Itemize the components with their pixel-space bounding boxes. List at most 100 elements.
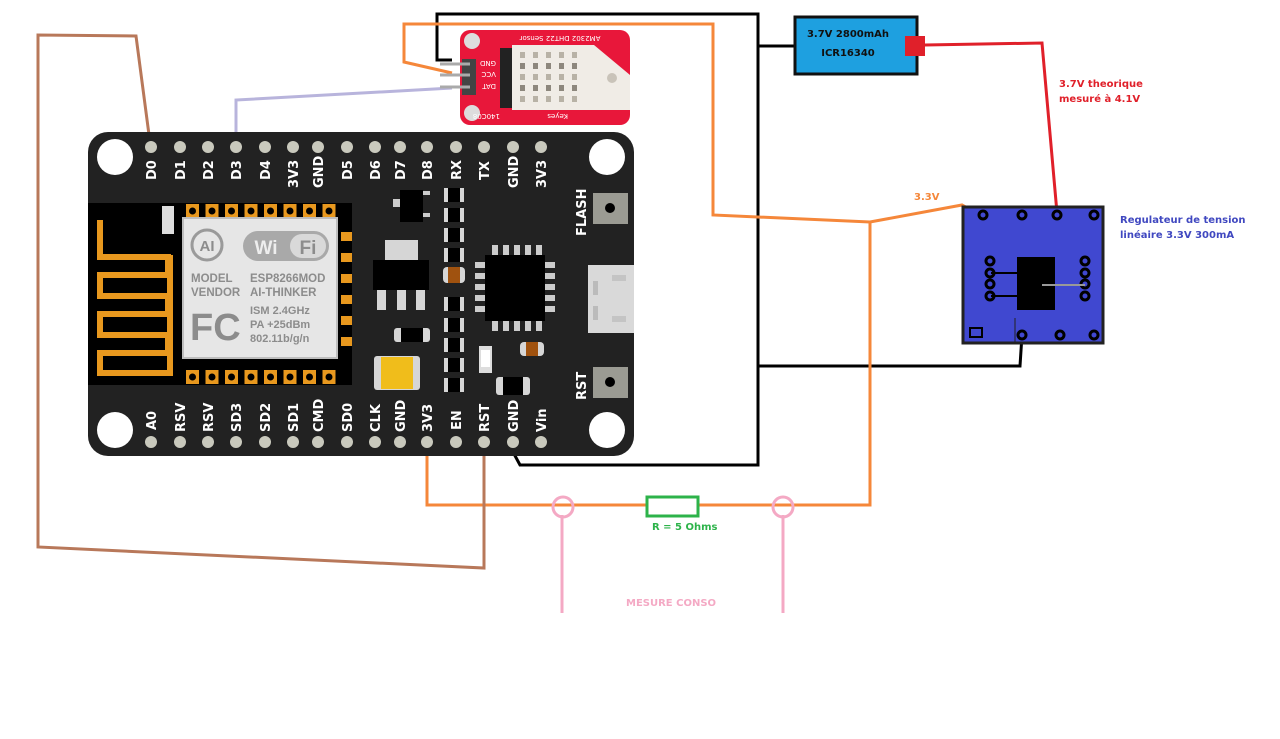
regulator-label-1: Regulateur de tension xyxy=(1120,215,1246,226)
wifi-logo-fi: Fi xyxy=(300,238,317,259)
top-pin-label: TX xyxy=(478,161,493,180)
mounting-hole xyxy=(97,139,133,175)
top-pin-label: 3V3 xyxy=(287,160,302,188)
sensor-code: 140C08 xyxy=(473,112,500,120)
wifi-logo-wi: Wi xyxy=(254,238,277,259)
bottom-pin-label: CLK xyxy=(369,403,384,432)
top-pin-label: D5 xyxy=(341,160,356,180)
bottom-pin-label: CMD xyxy=(312,399,327,432)
sensor-brand: Keyes xyxy=(547,112,568,120)
esp-module-pads xyxy=(186,204,352,384)
top-pin-label: D7 xyxy=(394,160,409,180)
bottom-pin-label: RSV xyxy=(202,403,217,432)
fcc-logo: FC xyxy=(190,307,241,349)
bottom-pin-label: GND xyxy=(394,399,409,432)
top-pin[interactable] xyxy=(174,141,186,153)
bottom-pin[interactable] xyxy=(535,436,547,448)
sensor-pin-vcc: VCC xyxy=(481,70,496,78)
bottom-pin-label: RSV xyxy=(174,403,189,432)
sensor-title: AM2302 DHT22 Sensor xyxy=(519,34,600,42)
ai-logo: AI xyxy=(200,238,215,255)
bottom-pin[interactable] xyxy=(421,436,433,448)
bottom-pin[interactable] xyxy=(174,436,186,448)
vendor-label: VENDOR xyxy=(191,287,241,299)
battery-voltage-note-1: 3.7V theorique xyxy=(1059,79,1143,90)
top-pin[interactable] xyxy=(394,141,406,153)
top-pin[interactable] xyxy=(421,141,433,153)
rst-button-label: RST xyxy=(575,372,590,400)
top-pin-label: D1 xyxy=(174,160,189,180)
top-pin-label: D3 xyxy=(230,160,245,180)
wire-battery-red xyxy=(924,41,1059,214)
shunt-resistor xyxy=(645,495,700,518)
model-value: ESP8266MOD xyxy=(250,273,325,285)
top-pin-label: D8 xyxy=(421,160,436,180)
top-pin-label: GND xyxy=(312,155,327,188)
top-pin[interactable] xyxy=(341,141,353,153)
top-pin-label: GND xyxy=(507,155,522,188)
mounting-hole xyxy=(97,412,133,448)
bottom-pin-label: SD2 xyxy=(259,403,274,432)
bottom-pin[interactable] xyxy=(259,436,271,448)
top-pin[interactable] xyxy=(312,141,324,153)
resistor-label: R = 5 Ohms xyxy=(652,522,718,533)
bottom-pin[interactable] xyxy=(202,436,214,448)
measure-label: MESURE CONSO xyxy=(626,598,716,609)
probe-left xyxy=(551,495,575,613)
bottom-pin-label: GND xyxy=(507,399,522,432)
bottom-pin[interactable] xyxy=(394,436,406,448)
spec-ism: ISM 2.4GHz xyxy=(250,305,310,317)
bottom-pin-label: Vin xyxy=(535,408,550,432)
bottom-pin[interactable] xyxy=(145,436,157,448)
battery-label-capacity: 3.7V 2800mAh xyxy=(807,29,889,40)
wire-gnd-black xyxy=(435,12,1024,467)
battery-voltage-note-2: mesuré à 4.1V xyxy=(1059,93,1140,105)
top-pin[interactable] xyxy=(145,141,157,153)
mounting-hole xyxy=(589,139,625,175)
vendor-value: AI-THINKER xyxy=(250,287,317,299)
top-pin[interactable] xyxy=(535,141,547,153)
bottom-pin[interactable] xyxy=(341,436,353,448)
sensor-pin-gnd: GND xyxy=(480,59,496,67)
top-pin-label: D6 xyxy=(369,160,384,180)
bottom-pin[interactable] xyxy=(230,436,242,448)
regulator-chip xyxy=(1017,257,1055,310)
bottom-pin[interactable] xyxy=(287,436,299,448)
rst-button[interactable]: RST xyxy=(575,367,628,400)
bottom-pin[interactable] xyxy=(369,436,381,448)
bottom-pin-label: 3V3 xyxy=(421,404,436,432)
bottom-pin[interactable] xyxy=(507,436,519,448)
micro-usb-port[interactable] xyxy=(588,265,634,333)
spec-pa: PA +25dBm xyxy=(250,319,310,331)
mounting-hole xyxy=(589,412,625,448)
bottom-pin-label: SD1 xyxy=(287,403,302,432)
top-pin[interactable] xyxy=(450,141,462,153)
wire-d0-rst-brown xyxy=(36,33,486,570)
bottom-pin-label: SD0 xyxy=(341,403,356,432)
top-pin[interactable] xyxy=(507,141,519,153)
regulator-label-2: linéaire 3.3V 300mA xyxy=(1120,229,1234,241)
top-pin[interactable] xyxy=(259,141,271,153)
top-pin[interactable] xyxy=(369,141,381,153)
top-pin-label: D2 xyxy=(202,160,217,180)
voltage-regulator xyxy=(961,205,1105,345)
bottom-pin[interactable] xyxy=(450,436,462,448)
probe-right xyxy=(771,495,795,613)
top-pin-label: D0 xyxy=(145,160,160,180)
top-pin[interactable] xyxy=(230,141,242,153)
antenna-trace-icon xyxy=(97,220,173,376)
sensor-pin-dat: DAT xyxy=(481,82,496,90)
flash-button[interactable]: FLASH xyxy=(575,189,628,236)
top-pin[interactable] xyxy=(287,141,299,153)
top-pin[interactable] xyxy=(478,141,490,153)
battery-terminal xyxy=(905,36,925,56)
battery: 3.7V 2800mAh ICR16340 xyxy=(793,15,925,76)
bottom-pin[interactable] xyxy=(478,436,490,448)
bottom-pin-label: A0 xyxy=(145,411,160,430)
top-pin[interactable] xyxy=(202,141,214,153)
bottom-pin[interactable] xyxy=(312,436,324,448)
top-pin-label: D4 xyxy=(259,160,274,180)
